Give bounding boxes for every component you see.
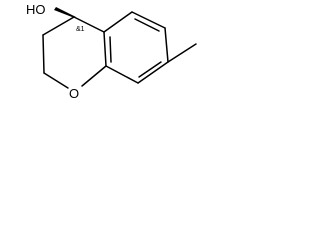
aromatic-ring bbox=[103, 11, 169, 84]
bond-c5-c6 bbox=[131, 11, 166, 29]
bond-o1-c8a bbox=[81, 65, 107, 87]
double-bond-c8a-c4a bbox=[109, 36, 112, 63]
stereo-annotation: &1 bbox=[76, 26, 85, 33]
bond-c4a-c5 bbox=[103, 11, 133, 33]
double-bond-c5-c6 bbox=[134, 18, 160, 32]
double-bond-c7-c8 bbox=[138, 61, 162, 78]
bond-c4-c4a bbox=[73, 16, 105, 33]
pyran-ring bbox=[42, 16, 107, 89]
molecule-diagram: HO O &1 bbox=[26, 2, 197, 101]
bond-c6-c7 bbox=[164, 27, 169, 63]
bond-c8a-c4a bbox=[103, 31, 107, 67]
bond-c3-c2 bbox=[42, 34, 45, 74]
ring-oxygen-label: O bbox=[69, 86, 79, 101]
bond-c7-c8 bbox=[137, 61, 169, 84]
methyl-bond bbox=[167, 43, 197, 63]
bond-c2-o1 bbox=[43, 72, 69, 89]
bond-c4-c3 bbox=[42, 16, 75, 36]
bond-c8-c8a bbox=[105, 65, 139, 84]
stereo-wedge-bond bbox=[54, 7, 76, 17]
hydroxyl-label: HO bbox=[26, 2, 46, 17]
